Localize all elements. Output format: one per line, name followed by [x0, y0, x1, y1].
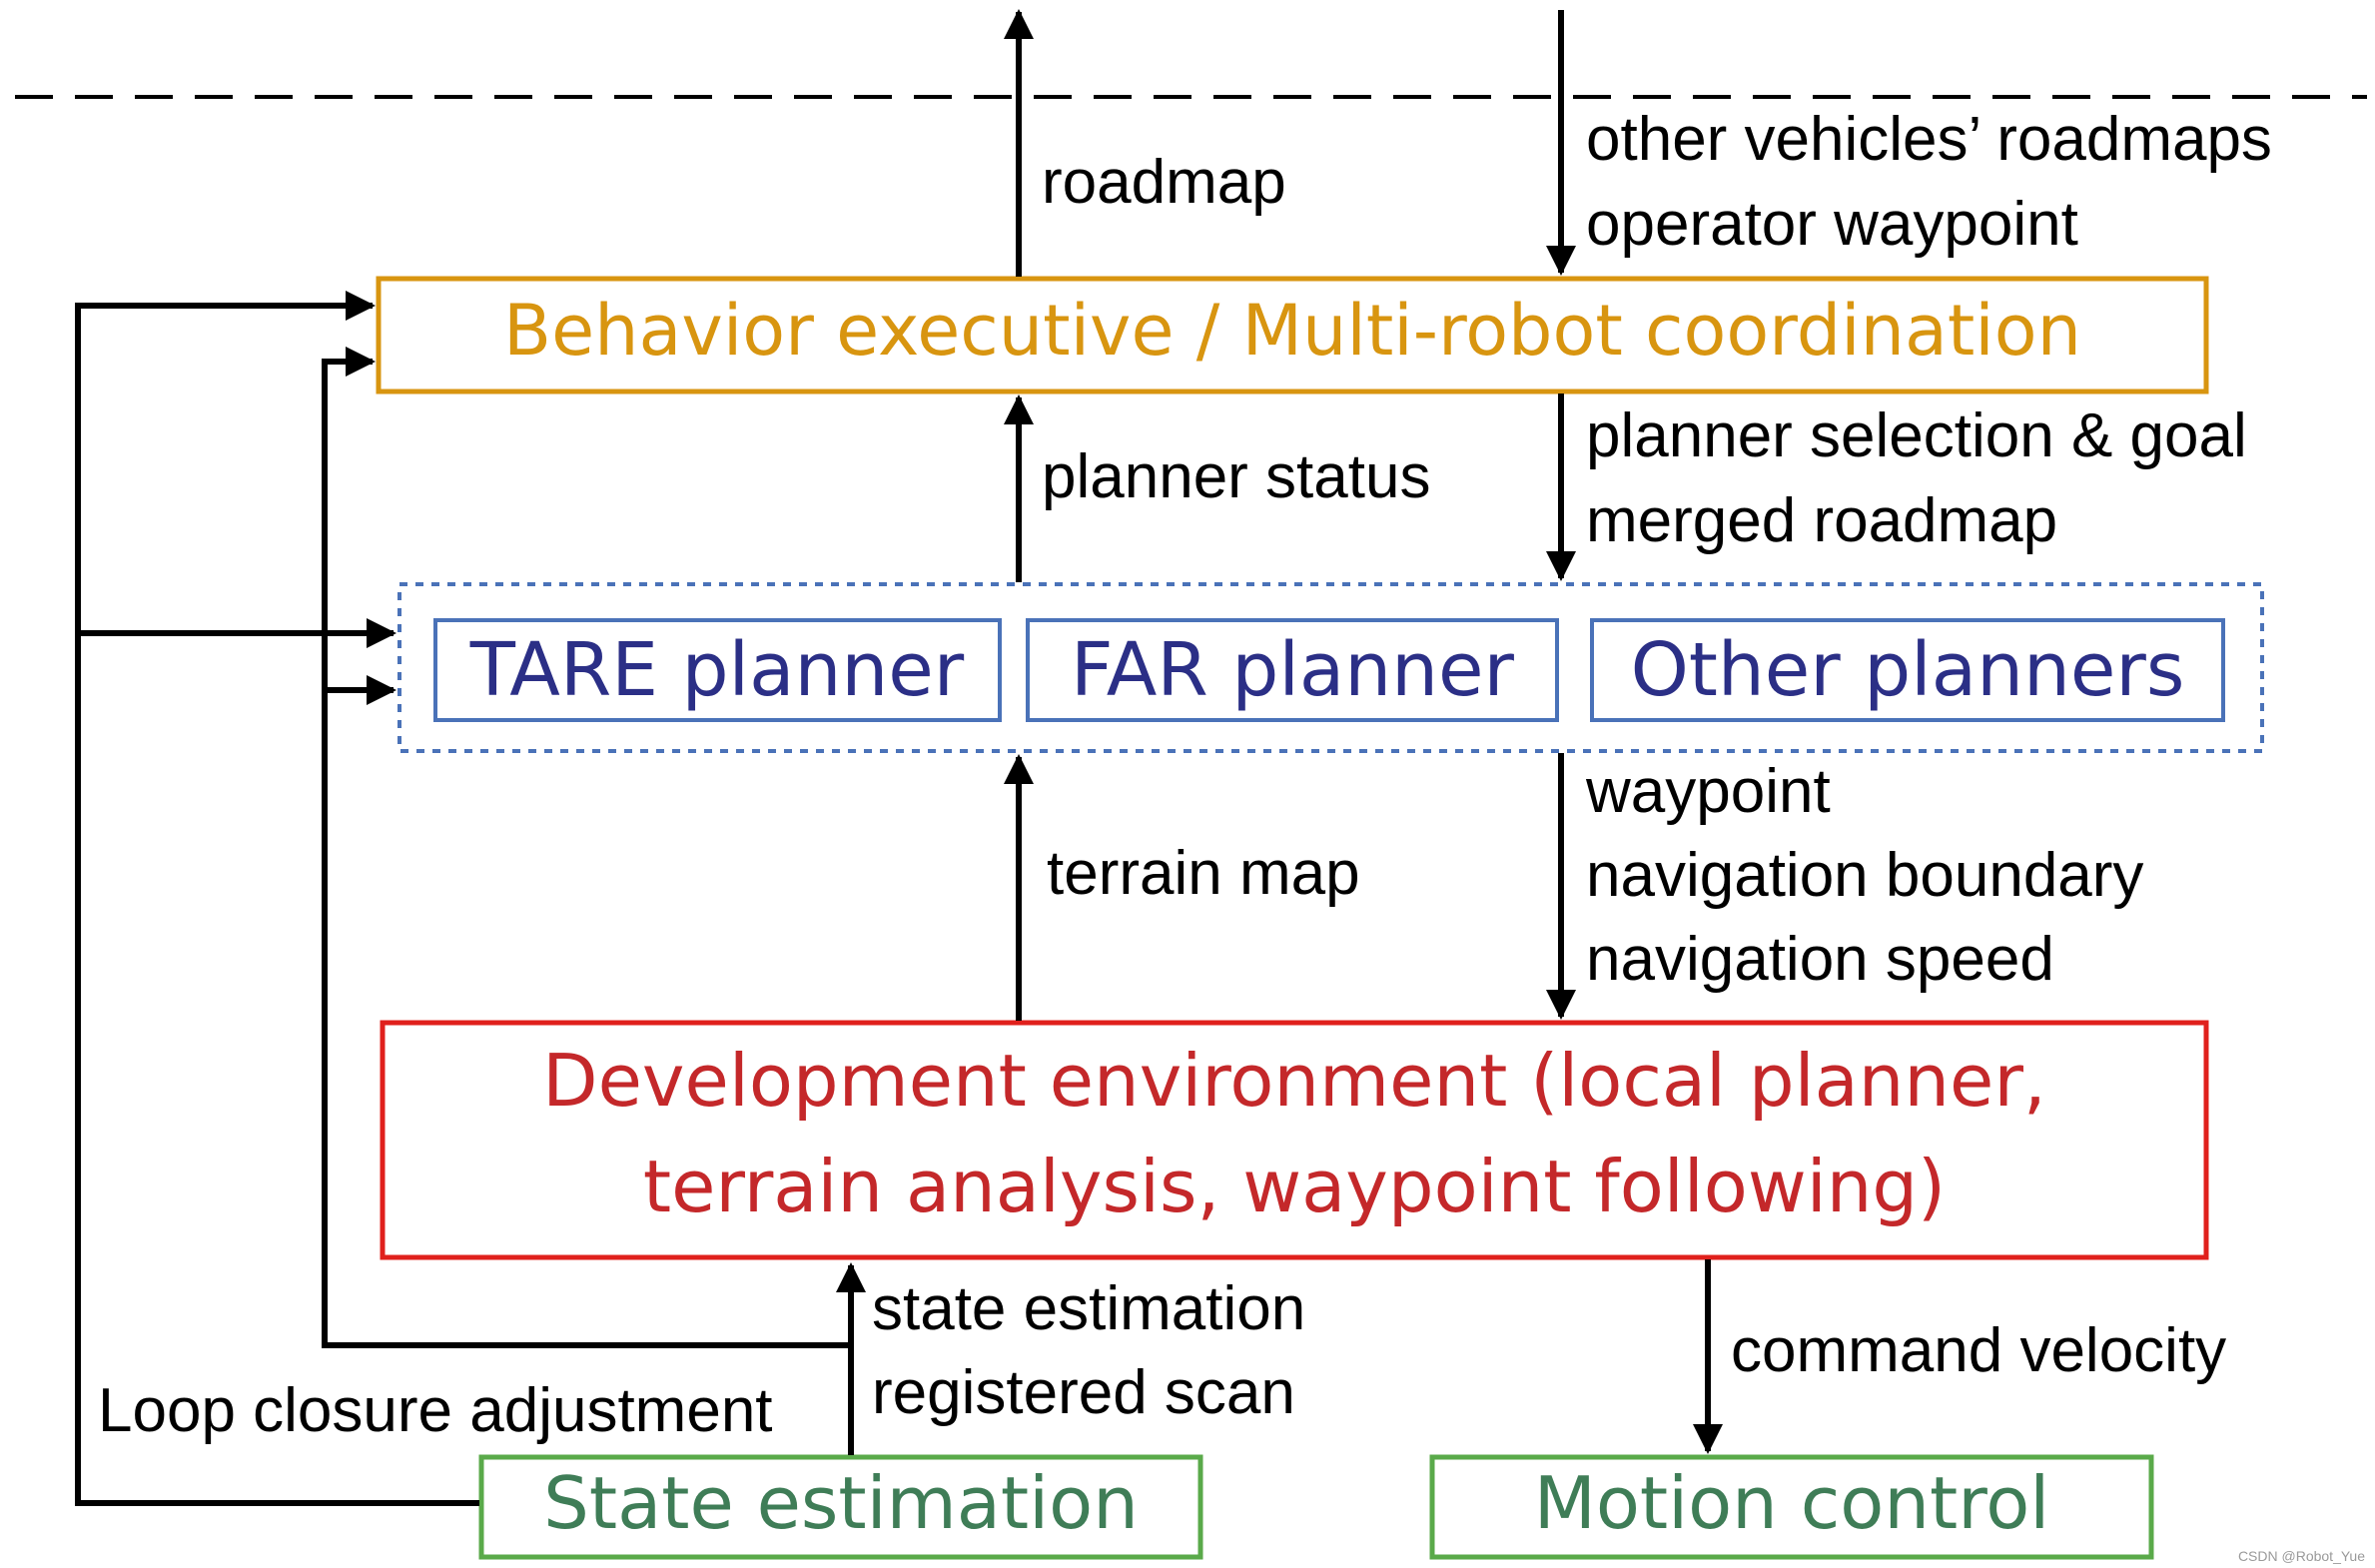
state-estimation-label: State estimation: [543, 1461, 1139, 1545]
state-estimation-output-label: state estimation: [872, 1274, 1305, 1343]
terrain-map-label: terrain map: [1047, 839, 1360, 908]
waypoint-label: waypoint: [1585, 757, 1831, 826]
roadmap-label: roadmap: [1042, 148, 1286, 217]
loop-closure-label: Loop closure adjustment: [98, 1376, 773, 1445]
watermark: CSDN @Robot_Yue: [2238, 1548, 2365, 1564]
behavior-executive-label: Behavior executive / Multi-robot coordin…: [503, 290, 2081, 372]
planner-status-label: planner status: [1042, 442, 1430, 511]
other-planners-label: Other planners: [1631, 627, 2185, 713]
loop-closure-line: [75, 306, 479, 1506]
state-estimation-box: [478, 1454, 1203, 1560]
merged-roadmap-label: merged roadmap: [1586, 486, 2057, 555]
navigation-boundary-label: navigation boundary: [1586, 841, 2143, 910]
motion-control-box: [1429, 1454, 2154, 1560]
navigation-speed-label: navigation speed: [1586, 925, 2054, 994]
command-velocity-label: command velocity: [1731, 1316, 2226, 1385]
registered-scan-label: registered scan: [872, 1358, 1295, 1427]
tare-planner-box: [433, 618, 1002, 722]
motion-control-label: Motion control: [1534, 1461, 2050, 1545]
planners-container: [397, 582, 2264, 753]
far-planner-box: [1026, 618, 1559, 722]
other-roadmaps-label: other vehicles’ roadmaps: [1586, 105, 2272, 174]
tare-planner-label: TARE planner: [469, 627, 965, 713]
planner-selection-label: planner selection & goal: [1586, 401, 2247, 470]
operator-waypoint-label: operator waypoint: [1586, 190, 2078, 259]
development-environment-line2: terrain analysis, waypoint following): [643, 1145, 1946, 1228]
development-environment-line1: Development environment (local planner,: [542, 1039, 2046, 1123]
far-planner-label: FAR planner: [1071, 627, 1515, 713]
development-environment-box: [380, 1020, 2209, 1260]
other-planners-box: [1590, 618, 2225, 722]
behavior-executive-box: [376, 276, 2209, 394]
